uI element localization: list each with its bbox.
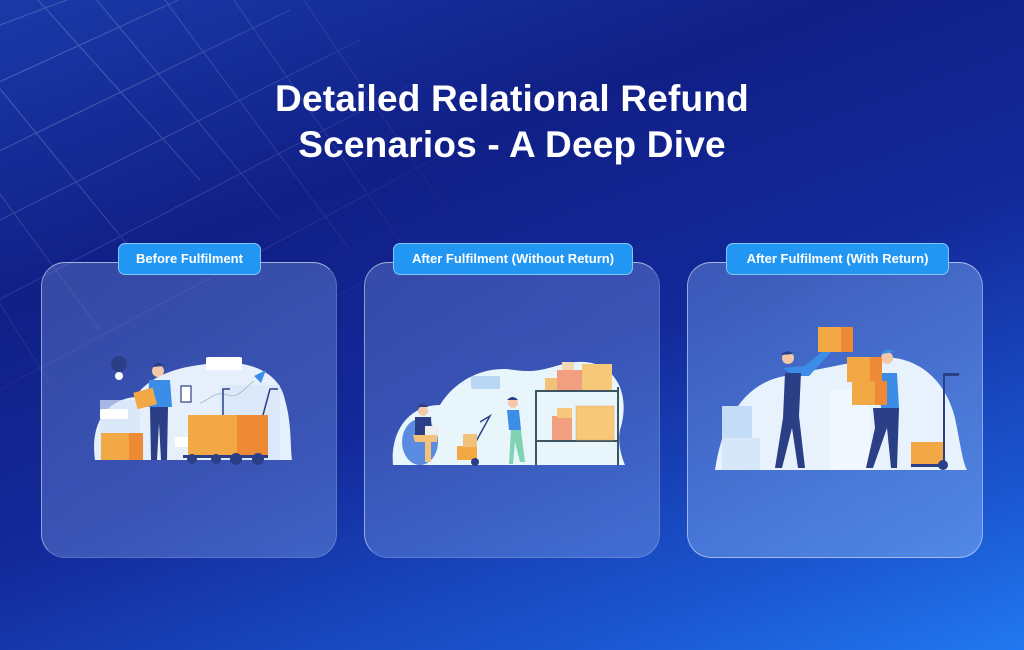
scenario-badge-after-fulfilment-with-return: After Fulfilment (With Return) (726, 243, 949, 275)
scenario-badge-after-fulfilment-without-return: After Fulfilment (Without Return) (393, 243, 633, 275)
title-line-2: Scenarios - A Deep Dive (298, 124, 726, 165)
two-workers-passing-boxes-illustration (715, 327, 967, 470)
page-title: Detailed Relational Refund Scenarios - A… (0, 76, 1024, 168)
worker-pushing-hand-truck-illustration (392, 361, 625, 466)
scenario-badge-before-fulfilment: Before Fulfilment (118, 243, 261, 275)
title-line-1: Detailed Relational Refund (275, 78, 749, 119)
worker-with-clipboard-illustration (94, 356, 293, 465)
